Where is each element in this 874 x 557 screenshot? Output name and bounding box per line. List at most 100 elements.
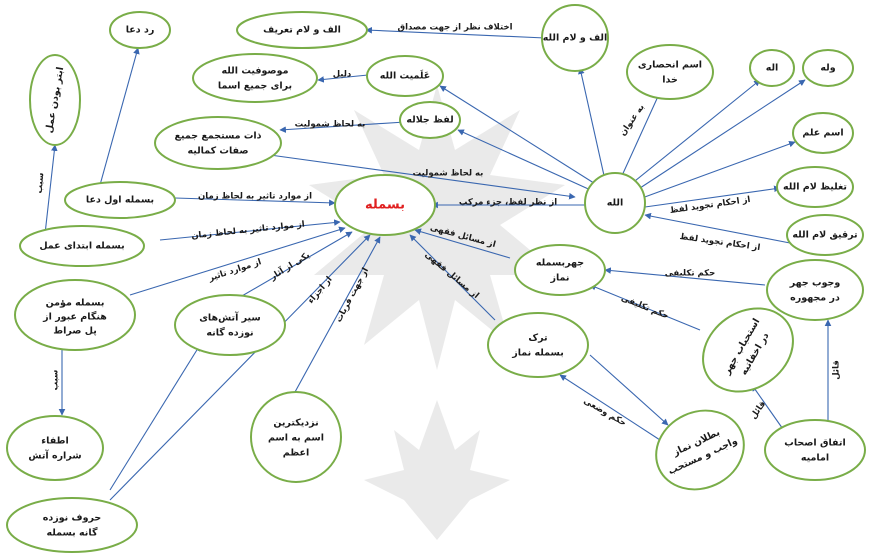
node-jahr-basmala: جهربسمله نماز <box>514 244 606 296</box>
svg-text:بسمله مؤمن: بسمله مؤمن <box>46 298 105 309</box>
svg-text:ترک: ترک <box>528 333 547 344</box>
edge-label-hukm-taklifi: حکم تکلیفی <box>665 269 716 279</box>
edge-allah-to-taghliz <box>644 185 781 208</box>
edge-butlan-to-tark <box>559 374 661 441</box>
node-nazdiktarin: نزدیکترین اسم به اسم اعظم <box>250 391 342 483</box>
edge-label-hukm-taklifi-2: حکم تکلیفی <box>620 293 671 321</box>
svg-text:ذات مستجمع جمیع: ذات مستجمع جمیع <box>174 131 261 142</box>
svg-text:نماز: نماز <box>550 273 570 284</box>
node-mawsufiyat: موصوفیت الله برای جمیع اسما <box>192 53 318 103</box>
edge-wujub-to-jahr <box>604 267 766 286</box>
svg-text:اطفاء: اطفاء <box>41 436 68 447</box>
svg-text:صفات کمالیه: صفات کمالیه <box>187 146 248 157</box>
node-butlan: بطلان نماز واجب و مستحب <box>655 409 745 491</box>
edge-alamiyat-to-mawsufiyat <box>317 74 369 83</box>
edge-label-dalil: دلیل <box>333 70 352 80</box>
svg-text:اسم علم: اسم علم <box>802 128 843 139</box>
svg-text:بسمله نماز: بسمله نماز <box>511 348 564 359</box>
edge-basmala-awwal-to-rad-doa <box>99 47 140 186</box>
node-basmala-awwal-doa: بسمله اول دعا <box>64 181 176 219</box>
svg-text:اسم انحصاری: اسم انحصاری <box>638 60 702 71</box>
svg-text:امامیه: امامیه <box>801 453 829 464</box>
node-rad-doa: رد دعا <box>109 11 171 49</box>
edge-seir-to-basmala <box>234 231 353 301</box>
svg-text:وله: وله <box>820 63 835 74</box>
svg-text:الف و لام الله: الف و لام الله <box>543 33 607 44</box>
edge-label-qail-2: قائل <box>749 399 768 421</box>
svg-text:اعظم: اعظم <box>283 448 309 459</box>
node-alif-lam-tarif: الف و لام تعریف <box>236 11 368 49</box>
edge-allah-to-alif-lam <box>578 67 606 181</box>
node-basmala: بسمله <box>334 174 436 236</box>
node-dhat-mustajma: ذات مستجمع جمیع صفات کمالیه <box>154 116 282 170</box>
svg-text:خدا: خدا <box>662 75 678 86</box>
edge-label-yeki-athar: یکی از آثار <box>267 249 312 283</box>
edge-label-tathir-zaman-2: از موارد تاثیر به لحاظ زمان <box>191 220 305 242</box>
node-abtar: ابتر بودن عمل <box>29 54 81 146</box>
edge-allah-to-alamiyat <box>439 85 598 186</box>
svg-text:حروف نوزده: حروف نوزده <box>43 513 101 524</box>
nodes: بسمله الله الف و لام تعریف الف و لام الل… <box>6 4 866 553</box>
edge-jahr-to-basmala <box>414 228 511 259</box>
svg-text:بسمله ابتدای عمل: بسمله ابتدای عمل <box>39 241 124 252</box>
edge-allah-to-lafz-jalala <box>457 129 596 193</box>
edge-label-tathir-zaman: از موارد تاثیر به لحاظ زمان <box>198 192 312 202</box>
node-wujub-jahr: وجوب جهر در مجهوره <box>766 259 864 321</box>
node-seir-atash: سیر آتش‌های نوزده گانه <box>174 294 286 356</box>
edge-allah-to-ism-alam <box>641 140 796 199</box>
svg-text:اتفاق اصحاب: اتفاق اصحاب <box>784 438 845 449</box>
edge-huruf-to-basmala <box>109 234 371 501</box>
edge-label-sabab: سبب <box>51 370 61 391</box>
watermark-logo <box>309 85 565 540</box>
edge-lafz-jalala-to-dhat <box>279 121 406 133</box>
svg-text:رد دعا: رد دعا <box>126 25 155 36</box>
edges <box>44 26 832 501</box>
node-alif-lam-allah: الف و لام الله <box>541 4 609 72</box>
svg-text:اله: اله <box>766 63 779 74</box>
node-taghliz: تغلیظ لام الله <box>776 166 854 208</box>
svg-text:اسم به اسم: اسم به اسم <box>268 433 324 444</box>
svg-text:تغلیظ لام الله: تغلیظ لام الله <box>783 182 847 193</box>
svg-text:جهربسمله: جهربسمله <box>536 258 584 269</box>
edge-label-sabab-2: سبب <box>35 172 47 194</box>
node-huruf: حروف نوزده گانه بسمله <box>6 497 138 553</box>
svg-text:بسمله: بسمله <box>365 198 405 213</box>
node-alamiyat: عَلَمیت الله <box>366 55 444 97</box>
svg-text:برای جمیع اسما: برای جمیع اسما <box>218 81 292 92</box>
svg-text:گانه بسمله: گانه بسمله <box>47 527 98 539</box>
edge-allah-to-walah <box>636 79 806 191</box>
edge-label-qail: قائل <box>832 360 842 380</box>
node-ism-alam: اسم علم <box>792 112 854 154</box>
edge-label-bi-lihaz: به لحاظ شمولیت <box>295 120 366 130</box>
node-basmala-ibtida-amal: بسمله ابتدای عمل <box>19 225 145 267</box>
node-ism-inhisari: اسم انحصاری خدا <box>626 44 714 100</box>
node-tarqiq: ترقیق لام الله <box>786 214 864 256</box>
edge-label-bi-lihaz-2: به لحاظ شمولیت <box>413 169 484 179</box>
edge-ibtida-to-basmala <box>159 219 341 241</box>
node-ittifaq: اتفاق اصحاب امامیه <box>764 419 866 481</box>
edge-basmala-awwal-to-abtar <box>44 144 58 235</box>
svg-text:در مجهوره: در مجهوره <box>790 293 840 304</box>
node-ilah: اله <box>749 49 795 87</box>
svg-text:الف و لام تعریف: الف و لام تعریف <box>263 25 341 36</box>
edge-label-bi-unwan: به عنوان <box>618 103 647 138</box>
svg-text:هنگام عبور از: هنگام عبور از <box>42 311 107 323</box>
svg-text:موصوفیت الله: موصوفیت الله <box>222 66 289 77</box>
edge-alif-lam-allah-to-tarif <box>365 26 546 39</box>
svg-text:الله: الله <box>607 198 623 209</box>
edge-dhat-to-basmala <box>269 154 576 200</box>
svg-text:وجوب جهر: وجوب جهر <box>789 278 841 289</box>
node-basmala-mumin: بسمله مؤمن هنگام عبور از پل صراط <box>14 279 136 351</box>
edge-label-tathir: از موارد تاثیر <box>207 257 263 284</box>
edge-label-juz: از نظر لفظ، جزء مرکب <box>459 198 557 208</box>
edge-tarqiq-to-allah <box>644 212 791 244</box>
edge-ittifaq-to-istihbab <box>751 384 786 433</box>
edge-awwal-doa-to-basmala <box>174 197 336 207</box>
node-itfa: اطفاء شراره آتش <box>6 415 104 481</box>
svg-text:نزدیکترین: نزدیکترین <box>273 418 318 429</box>
svg-text:پل صراط: پل صراط <box>53 326 97 337</box>
svg-text:عَلَمیت الله: عَلَمیت الله <box>380 69 430 81</box>
edge-tark-to-basmala <box>409 234 496 321</box>
svg-text:شراره آتش: شراره آتش <box>28 449 81 462</box>
